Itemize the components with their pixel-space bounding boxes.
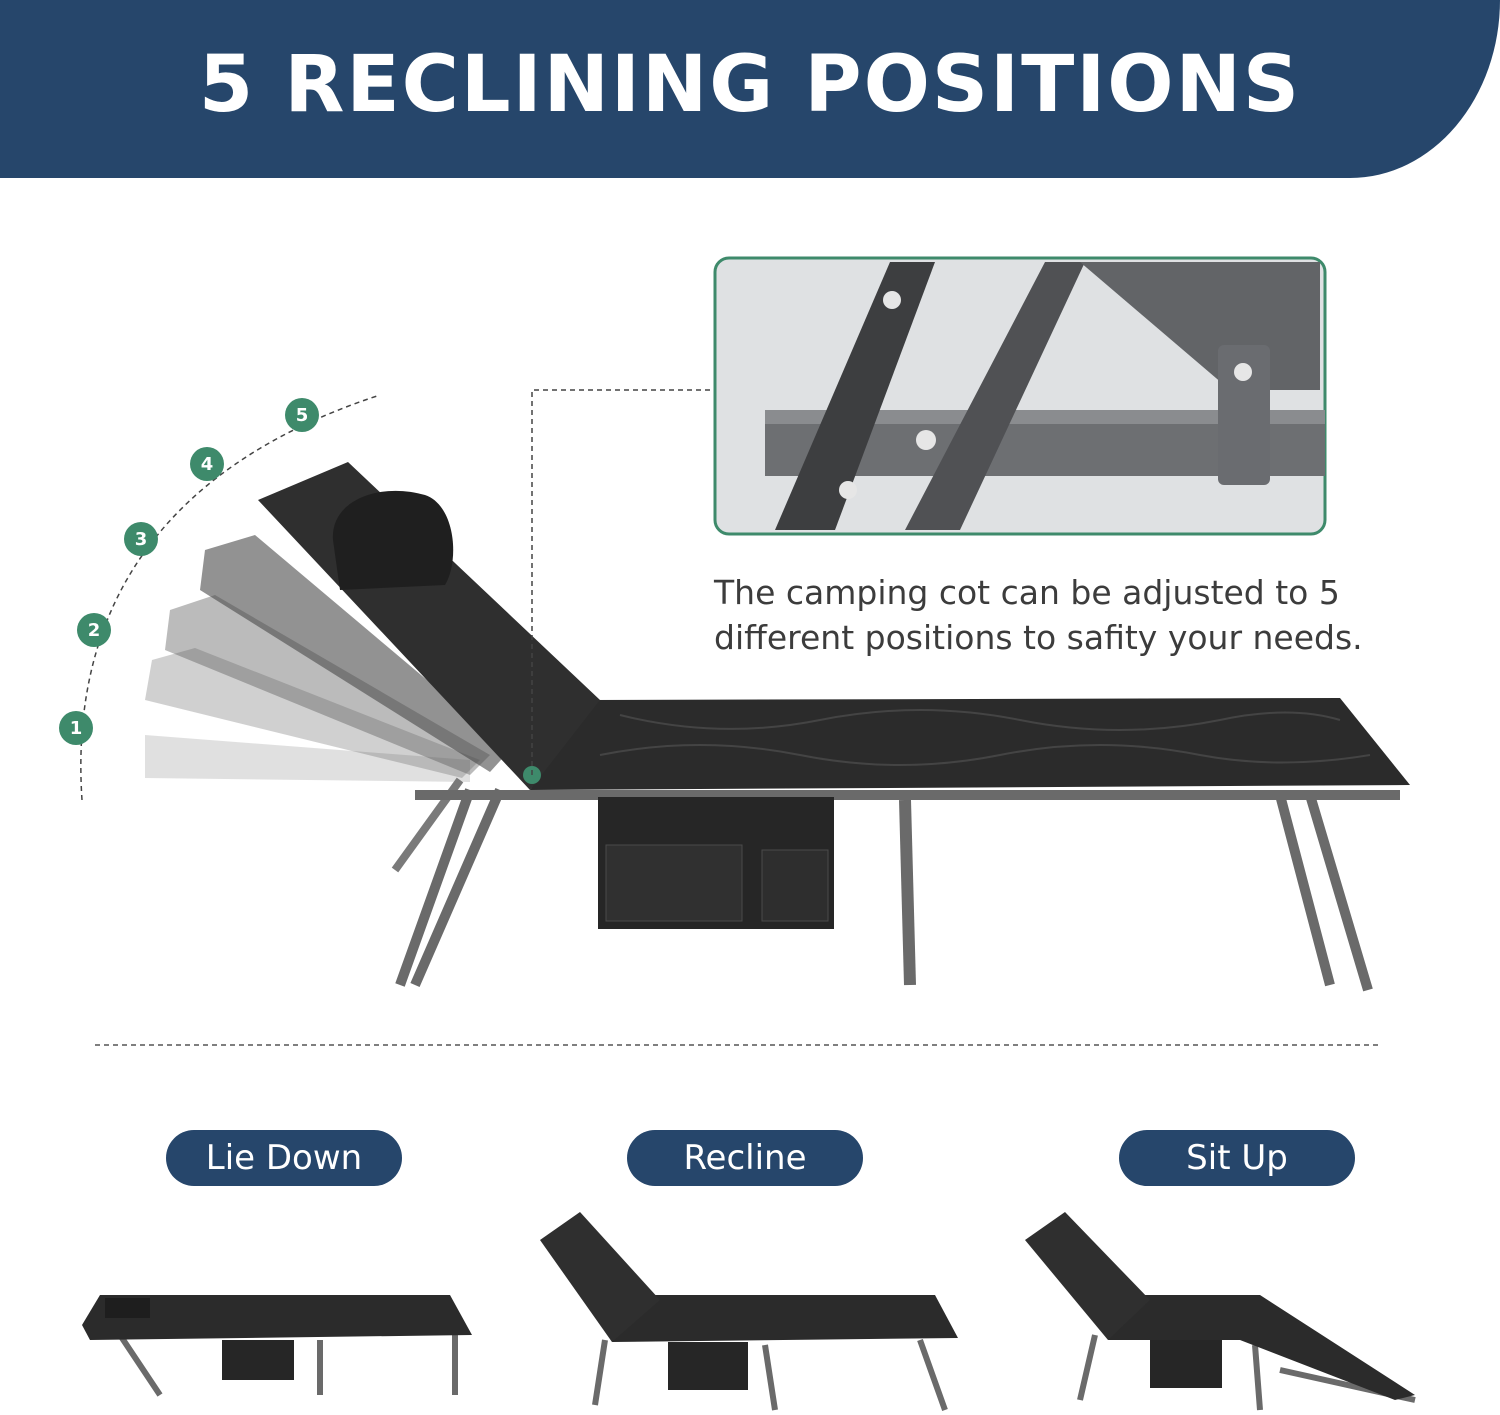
recline-cot [540, 1212, 958, 1412]
ghost-position-4 [200, 535, 510, 772]
position-marker-1: 1 [59, 711, 93, 745]
svg-text:4: 4 [201, 454, 214, 475]
svg-text:1: 1 [70, 718, 83, 739]
position-marker-2: 2 [77, 613, 111, 647]
sit-up-cot [1025, 1212, 1416, 1411]
svg-text:2: 2 [88, 620, 101, 641]
mode-label-sit-up: Sit Up [1119, 1130, 1355, 1186]
ghost-position-1 [145, 735, 470, 782]
page-title: 5 RECLINING POSITIONS [198, 40, 1302, 130]
svg-text:3: 3 [135, 529, 148, 550]
lie-down-cot [82, 1295, 472, 1397]
position-marker-5: 5 [285, 398, 319, 432]
ghost-position-2 [145, 648, 480, 778]
hinge-closeup-inset [713, 256, 1327, 536]
svg-text:5: 5 [296, 405, 309, 426]
positions-description: The camping cot can be adjusted to 5 dif… [714, 573, 1363, 657]
mode-label-recline: Recline [627, 1130, 863, 1186]
header-banner [0, 0, 1500, 178]
ghost-position-3 [165, 595, 490, 775]
inset-leader-line [531, 389, 712, 775]
main-cot [258, 462, 1410, 992]
position-marker-4: 4 [190, 447, 224, 481]
position-marker-3: 3 [124, 522, 158, 556]
mode-label-lie-down: Lie Down [166, 1130, 402, 1186]
